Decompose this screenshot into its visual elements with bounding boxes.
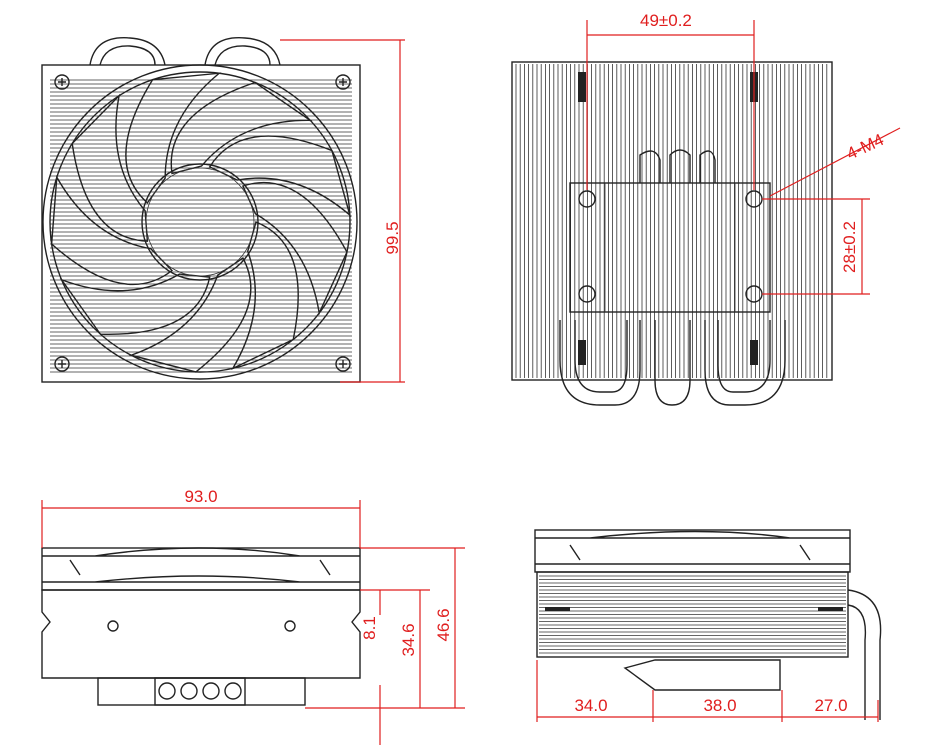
fin-stack-side [536,571,849,658]
fan-blade [241,181,348,316]
front-view-fan [41,37,361,383]
dim-fan-gap: 8.1 [360,616,379,640]
fan-blade [128,256,252,373]
dim-hole-spacing-y: 28±0.2 [840,221,859,273]
heatpipe-ends [158,682,242,700]
dim-height-front: 99.5 [383,221,402,254]
base-side [623,659,781,691]
fan-blade [50,174,174,286]
fan-shroud [42,64,358,380]
dim-width: 93.0 [184,487,217,506]
heatpipe-bend [847,589,882,720]
dimension-labels: 49±0.2 99.5 4-M4 28±0.2 93.0 8.1 34.6 46… [184,11,886,715]
fan-blade [208,135,352,218]
dim-hole-spacing-x: 49±0.2 [640,11,692,30]
fan-side [41,547,361,591]
fan-blade [231,221,299,370]
dimension-lines [41,20,901,745]
dim-heatsink-height: 34.6 [399,623,418,656]
base-block [97,677,306,706]
screw-icons [54,74,351,372]
dim-screw-spec: 4-M4 [844,130,887,164]
fan-blades [50,72,352,373]
side-view-right [534,529,882,720]
fan-hub [141,163,259,281]
heatsink-body [41,589,361,679]
fan-blade [170,81,313,175]
fan-blade [71,93,149,242]
dim-base-width: 38.0 [703,696,736,715]
top-view [511,61,833,406]
mounting-plate [569,182,771,313]
dim-offset-left: 34.0 [574,696,607,715]
heatpipe-tops [89,37,281,66]
fan-blade [125,72,222,204]
side-view-front [41,547,361,706]
dim-total-height: 46.6 [434,608,453,641]
fin-stack [511,61,833,381]
heatpipes [559,320,786,406]
fan-blade [59,273,211,335]
dim-offset-right: 27.0 [814,696,847,715]
